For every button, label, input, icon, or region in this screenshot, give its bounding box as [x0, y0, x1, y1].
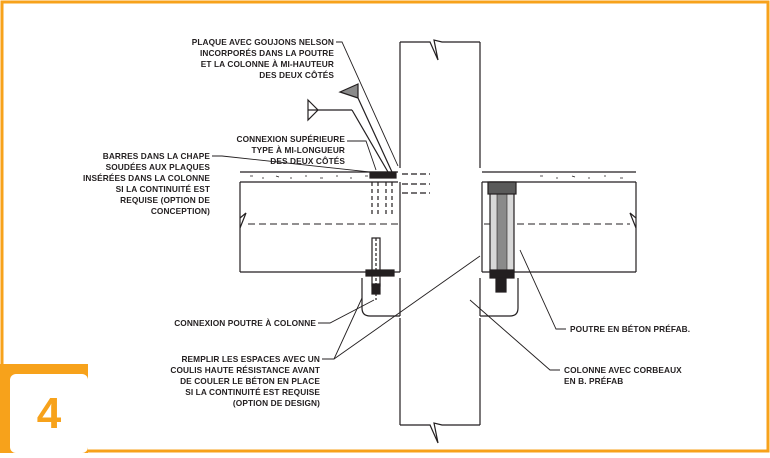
- precast-column: [399, 39, 481, 444]
- plate-nelson-studs-label: PLAQUE AVEC GOUJONS NELSON INCORPORÉS DA…: [191, 37, 334, 80]
- step-badge: 4: [0, 364, 88, 453]
- bars-in-topping-label: BARRES DANS LA CHAPE SOUDÉES AUX PLAQUES…: [82, 151, 210, 216]
- step-number: 4: [36, 389, 62, 438]
- top-connection-label: CONNEXION SUPÉRIEURE TYPE À MI-LONGUEUR …: [236, 134, 345, 166]
- weld-symbol: [307, 83, 393, 173]
- right-precast-beam: [481, 171, 637, 293]
- left-corbel: [361, 278, 400, 317]
- beam-to-column-connection-label: CONNEXION POUTRE À COLONNE: [174, 318, 316, 328]
- column-corbels-label: COLONNE AVEC CORBEAUX EN B. PRÉFAB: [564, 365, 682, 386]
- step-badge-inner: 4: [10, 374, 88, 453]
- grout-fill-label: REMPLIR LES ESPACES AVEC UN COULIS HAUTE…: [170, 354, 320, 408]
- leader-lines: [212, 41, 566, 371]
- precast-beam-label: POUTRE EN BÉTON PRÉFAB.: [570, 324, 691, 334]
- left-precast-beam: [239, 171, 430, 300]
- right-corbel: [480, 278, 519, 317]
